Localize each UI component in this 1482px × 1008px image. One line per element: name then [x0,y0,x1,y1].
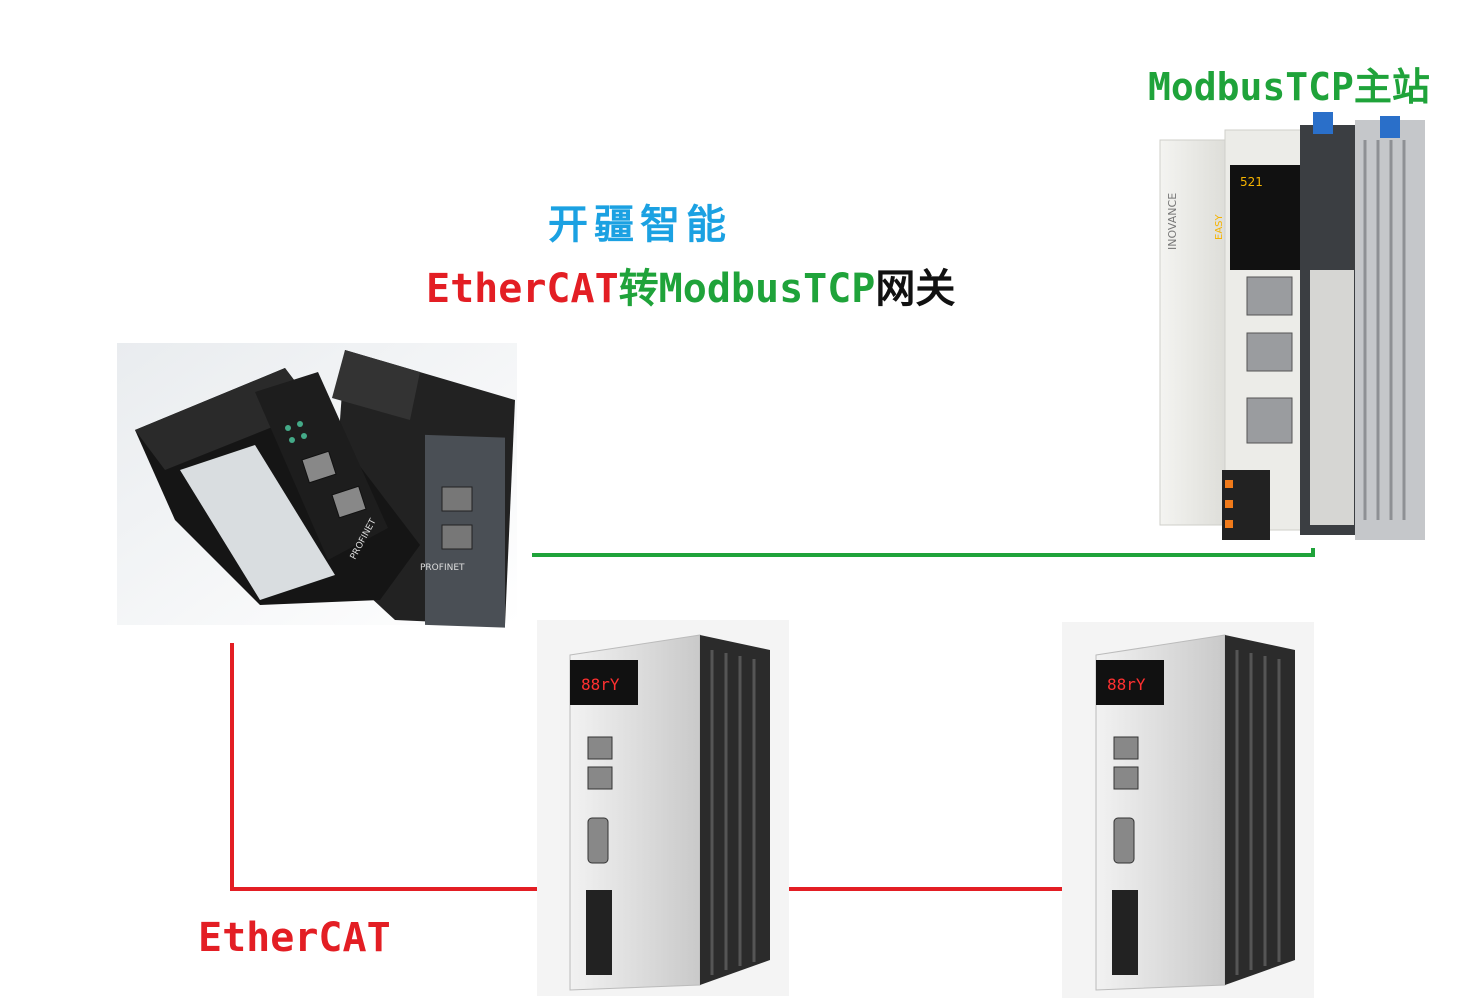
gateway-title-suffix: 网关 [875,266,956,312]
gateway-device-icon: PROFINET PROFINET [117,343,517,628]
plc-series-label: EASY [1214,213,1225,240]
gateway-title-ethercat: EtherCAT [426,266,619,312]
plc-device-icon: 521 EASY INOVANCE [1159,112,1425,540]
ethercat-bus-label: EtherCAT [198,915,391,961]
plc-brand-label: INOVANCE [1166,193,1179,250]
gateway-rear-port-label: PROFINET [420,563,465,573]
plc-model-label: 521 [1240,175,1263,189]
servo-drive-icon: 88rY [1062,622,1314,998]
servo-drive-icon: 88rY [537,620,789,996]
brand-label: 开疆智能 [548,202,732,248]
gateway-title-modbus: 转ModbusTCP [618,266,876,312]
gateway-title: EtherCAT转ModbusTCP网关 [426,256,955,314]
drive1-display: 88rY [581,675,620,694]
drive2-display: 88rY [1107,675,1146,694]
modbus-link [532,548,1315,557]
modbus-master-label: ModbusTCP主站 [1148,65,1430,109]
ethercat-link [230,643,1062,891]
